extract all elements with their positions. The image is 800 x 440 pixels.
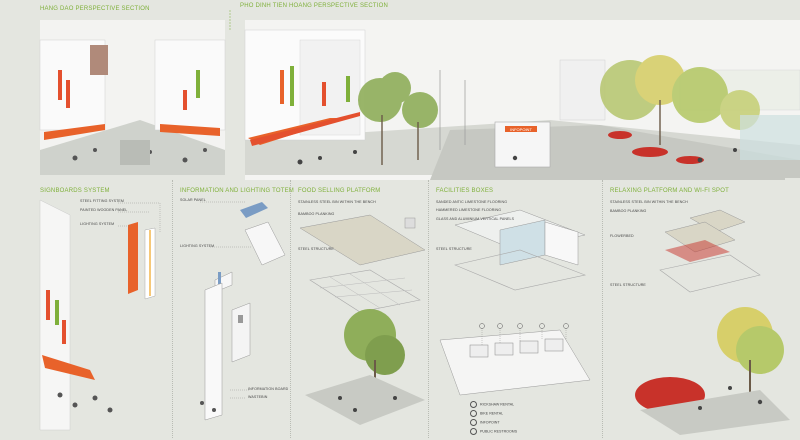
legend-item-label: PUBLIC RESTROOMS xyxy=(480,429,518,434)
panel-title-facilities: FACILITIES BOXES xyxy=(436,188,494,194)
label-solar-panel: SOLAR PANEL xyxy=(180,198,206,202)
label-lighting-system: LIGHTING SYSTEM xyxy=(80,222,115,226)
legend-item-label: INFOPOINT xyxy=(480,420,500,425)
totem-drawing xyxy=(200,201,286,421)
label-totem-lighting: LIGHTING SYSTEM xyxy=(180,244,215,248)
legend-item: RICKSHAW RENTAL xyxy=(470,401,514,408)
panel-title-food: FOOD SELLING PLATFORM xyxy=(298,188,381,194)
label-wastebin: WASTEBIN xyxy=(248,395,268,399)
panel-title-totem: INFORMATION AND LIGHTING TOTEM xyxy=(180,188,295,194)
legend-item-label: BIKE RENTAL xyxy=(480,411,504,416)
label-relax-steel: STEEL STRUCTURE xyxy=(610,283,646,287)
panel-title-signboards: SIGNBOARDS SYSTEM xyxy=(40,188,110,194)
legend-item-label: RICKSHAW RENTAL xyxy=(480,402,515,407)
label-food-bin: STAINLESS STEEL BIN WITHIN THE BENCH xyxy=(298,200,376,204)
column-divider xyxy=(428,180,429,438)
label-wooden-panel: PAINTED WOODEN PANEL xyxy=(80,208,128,212)
column-divider xyxy=(602,180,603,438)
pho-dinh-section: INFOPOINT xyxy=(244,20,800,190)
label-food-steel: STEEL STRUCTURE xyxy=(298,247,334,251)
panel-title-relaxing: RELAXING PLATFORM AND WI-FI SPOT xyxy=(610,188,729,194)
legend-item: INFOPOINT xyxy=(470,419,500,426)
label-steel-fitting: STEEL FITTING SYSTEM xyxy=(80,199,124,203)
signboards-drawing xyxy=(39,199,161,431)
label-flowerbed: FLOWERBED xyxy=(610,234,634,238)
label-facilities-steel: STEEL STRUCTURE xyxy=(436,247,472,251)
food-platform-drawing xyxy=(299,214,426,425)
column-divider xyxy=(172,180,173,438)
legend-item: BIKE RENTAL xyxy=(470,410,503,417)
label-sanded-flooring: SANDED ANTIC LIMESTONE FLOORING xyxy=(436,200,508,204)
label-hammered-flooring: HAMMERED LIMESTONE FLOORING xyxy=(436,208,502,212)
label-food-bamboo: BAMBOO PLANKING xyxy=(298,212,335,216)
label-information-board: INFORMATION BOARD xyxy=(248,387,289,391)
label-relax-bin: STAINLESS STEEL BIN WITHIN THE BENCH xyxy=(610,200,688,204)
infopoint-sign-text: INFOPOINT xyxy=(510,127,532,132)
legend-item: PUBLIC RESTROOMS xyxy=(470,428,517,435)
relaxing-drawing xyxy=(635,209,790,435)
pho-dinh-section-title: PHO DINH TIEN HOANG PERSPECTIVE SECTION xyxy=(240,3,389,9)
label-glass-panels: GLASS AND ALUMINIUM VERTICAL PANELS xyxy=(436,217,515,221)
facilities-drawing xyxy=(439,209,591,396)
hang-dao-section xyxy=(39,20,226,175)
label-relax-bamboo: BAMBOO PLANKING xyxy=(610,209,647,213)
hang-dao-section-title: HANG DAO PERSPECTIVE SECTION xyxy=(40,6,150,12)
column-divider xyxy=(290,180,291,438)
